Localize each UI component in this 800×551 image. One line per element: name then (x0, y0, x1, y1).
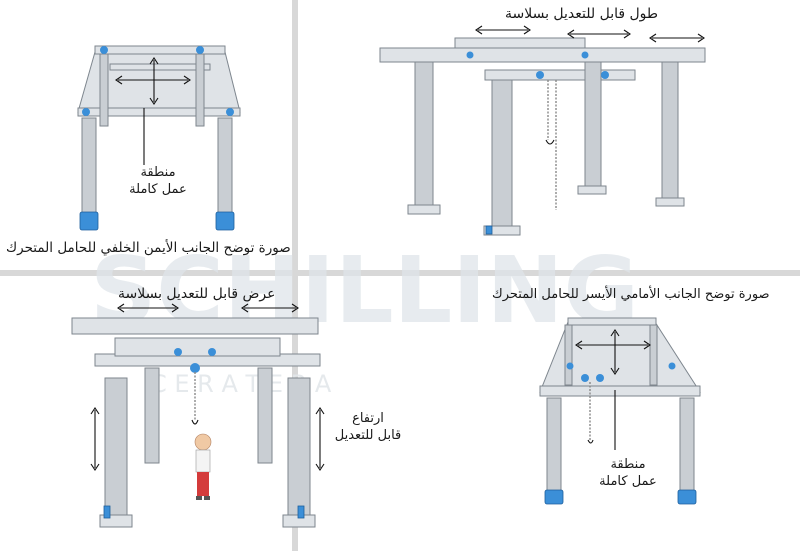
horizontal-divider (0, 270, 800, 276)
label-top-left-zone-line2: عمل كاملة (129, 182, 187, 197)
gantry-bottom-left (71, 303, 325, 528)
label-bottom-right-zone: منطقة عمل كاملة (588, 456, 668, 490)
gantry-top-left (77, 45, 241, 231)
label-top-left-zone-line1: منطقة (140, 165, 176, 180)
label-length-adjustable: طول قابل للتعديل بسلاسة (505, 6, 659, 22)
caption-rear-right-view: صورة توضح الجانب الأيمن الخلفي للحامل ال… (6, 240, 291, 256)
gantry-bottom-right (539, 317, 701, 505)
gantry-top-right (379, 25, 706, 236)
label-height-adjustable: ارتفاع قابل للتعديل (322, 410, 414, 444)
label-bottom-right-zone-line1: منطقة (610, 457, 646, 472)
label-height-line2: قابل للتعديل (334, 428, 402, 443)
label-top-left-zone: منطقة عمل كاملة (118, 164, 198, 198)
caption-front-left-view: صورة توضح الجانب الأمامي الأيسر للحامل ا… (492, 287, 770, 302)
label-width-adjustable: عرض قابل للتعديل بسلاسة (118, 286, 276, 302)
label-bottom-right-zone-line2: عمل كاملة (599, 474, 657, 489)
label-height-line1: ارتفاع (352, 411, 384, 426)
